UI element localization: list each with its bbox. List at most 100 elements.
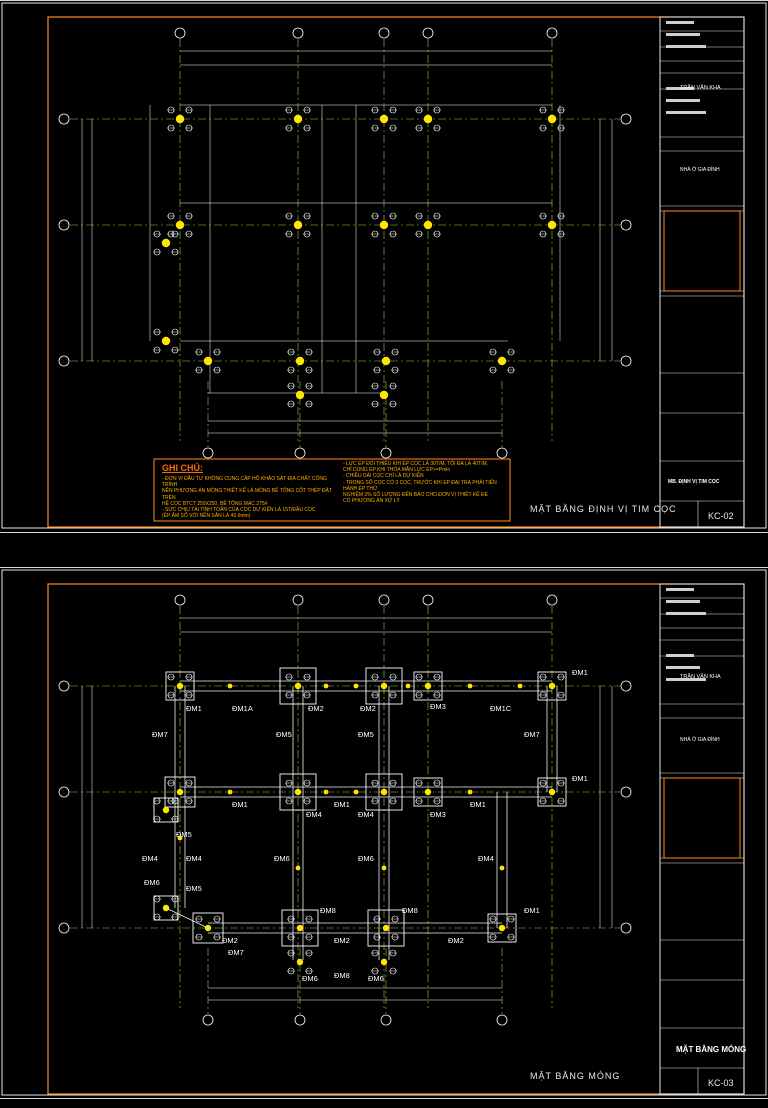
notes-box bbox=[153, 458, 511, 522]
beam-joint bbox=[381, 865, 387, 871]
pile-marker bbox=[423, 114, 433, 124]
grid-bubble bbox=[620, 786, 632, 798]
grid-bubble bbox=[58, 680, 70, 692]
pile-cap bbox=[192, 912, 224, 944]
grid-bubble bbox=[620, 922, 632, 934]
beam-label: ĐM3 bbox=[430, 810, 446, 819]
grid-bubble bbox=[292, 27, 304, 39]
pile-marker bbox=[498, 924, 506, 932]
grid-bubble bbox=[58, 355, 70, 367]
grid-bubble bbox=[58, 113, 70, 125]
titleblock-text-stub bbox=[666, 666, 700, 669]
titleblock-text-stub bbox=[666, 99, 700, 102]
beam-joint bbox=[467, 789, 473, 795]
beam-label: ĐM8 bbox=[334, 971, 350, 980]
titleblock-text-stub bbox=[666, 678, 706, 681]
titleblock-project: NHÀ Ở GIA ĐÌNH bbox=[680, 167, 720, 173]
beam-label: ĐM1A bbox=[232, 704, 253, 713]
sheet-title: MẶT BẰNG ĐỊNH VỊ TIM CỌC bbox=[530, 504, 677, 514]
grid-bubble bbox=[174, 594, 186, 606]
grid-bubble bbox=[620, 355, 632, 367]
pile-marker bbox=[175, 220, 185, 230]
titleblock-drawing-name-2: MẶT BẰNG MÓNG bbox=[676, 1045, 747, 1054]
beam-label: ĐM5 bbox=[186, 884, 202, 893]
pile-marker bbox=[162, 806, 170, 814]
pile-layout-drawing bbox=[1, 2, 767, 529]
grid-bubble bbox=[294, 1014, 306, 1026]
titleblock-code-2: KC-03 bbox=[708, 1078, 734, 1088]
beam-label: ĐM4 bbox=[306, 810, 322, 819]
pile-marker bbox=[293, 114, 303, 124]
note-line: NGHIỆM 3% SỐ LƯỢNG ĐẾN BÁO CHO ĐƠN VỊ TH… bbox=[343, 492, 488, 499]
notes-title: GHI CHÚ: bbox=[162, 463, 203, 473]
grid-bubble bbox=[202, 1014, 214, 1026]
beam-label: ĐM4 bbox=[478, 854, 494, 863]
beam-label: ĐM1 bbox=[572, 668, 588, 677]
grid-bubble bbox=[496, 447, 508, 459]
logo-box bbox=[663, 777, 741, 859]
beam-edge bbox=[165, 907, 209, 929]
pile-cap bbox=[367, 909, 405, 947]
beam-label: ĐM4 bbox=[358, 810, 374, 819]
outer-frame bbox=[1, 569, 767, 1096]
grid-bubble bbox=[546, 594, 558, 606]
beam-label: ĐM1 bbox=[232, 800, 248, 809]
titleblock-text-stub bbox=[666, 21, 694, 24]
grid-bubble bbox=[202, 447, 214, 459]
grid-bubble bbox=[380, 1014, 392, 1026]
titleblock-owner: TRẦN VĂN KHA bbox=[680, 85, 721, 91]
beam-label: ĐM2 bbox=[360, 704, 376, 713]
beam-joint bbox=[499, 865, 505, 871]
grid-bubble bbox=[422, 27, 434, 39]
beam-label: ĐM7 bbox=[524, 730, 540, 739]
beam-label: ĐM1 bbox=[572, 774, 588, 783]
beam-label: ĐM6 bbox=[368, 974, 384, 983]
pile-marker bbox=[423, 220, 433, 230]
pile-marker bbox=[203, 356, 213, 366]
grid-bubble bbox=[546, 27, 558, 39]
pile-marker bbox=[175, 114, 185, 124]
drawing-border bbox=[47, 583, 745, 1095]
grid-bubble bbox=[620, 219, 632, 231]
beam-label: ĐM1C bbox=[490, 704, 512, 713]
note-line: HỆ CỌC BTCT 250X250, BÊ TÔNG MÁC 275# bbox=[162, 500, 268, 507]
titleblock bbox=[659, 16, 745, 528]
pile-marker bbox=[294, 788, 302, 796]
pile-marker bbox=[296, 958, 304, 966]
beam-joint bbox=[177, 835, 183, 841]
note-line: - LỰC ÉP ĐỔI THIỂU KHI ÉP CỌC LÀ 30T/M, … bbox=[343, 461, 489, 467]
pile-marker bbox=[162, 904, 170, 912]
pile-marker bbox=[204, 924, 212, 932]
beam-label: ĐM2 bbox=[448, 936, 464, 945]
pile-cap bbox=[279, 773, 317, 811]
pile-marker bbox=[296, 924, 304, 932]
pile-cap bbox=[164, 776, 196, 808]
beam-joint bbox=[517, 683, 523, 689]
pile-marker bbox=[424, 682, 432, 690]
pile-cap bbox=[165, 671, 195, 701]
pile-marker bbox=[295, 390, 305, 400]
pile-marker bbox=[293, 220, 303, 230]
titleblock-text-stub bbox=[666, 87, 694, 90]
pile-marker bbox=[379, 390, 389, 400]
pile-cap bbox=[537, 777, 567, 807]
beam-label: ĐM1 bbox=[334, 800, 350, 809]
pile-cap bbox=[281, 909, 319, 947]
pile-marker bbox=[380, 958, 388, 966]
pile-marker bbox=[547, 220, 557, 230]
grid-bubble bbox=[58, 922, 70, 934]
beam-joint bbox=[405, 683, 411, 689]
grid-bubble bbox=[58, 786, 70, 798]
beam-label: ĐM6 bbox=[302, 974, 318, 983]
beam-label: ĐM5 bbox=[358, 730, 374, 739]
grid-bubble bbox=[496, 1014, 508, 1026]
pile-marker bbox=[424, 788, 432, 796]
pile-marker bbox=[548, 682, 556, 690]
pile-cap bbox=[537, 671, 567, 701]
notes-right: - LỰC ÉP ĐỔI THIỂU KHI ÉP CỌC LÀ 30T/M, … bbox=[343, 461, 508, 504]
titleblock-text-stub bbox=[666, 612, 706, 615]
beam-joint bbox=[227, 683, 233, 689]
pile-marker bbox=[295, 356, 305, 366]
pile-cap bbox=[365, 773, 403, 811]
